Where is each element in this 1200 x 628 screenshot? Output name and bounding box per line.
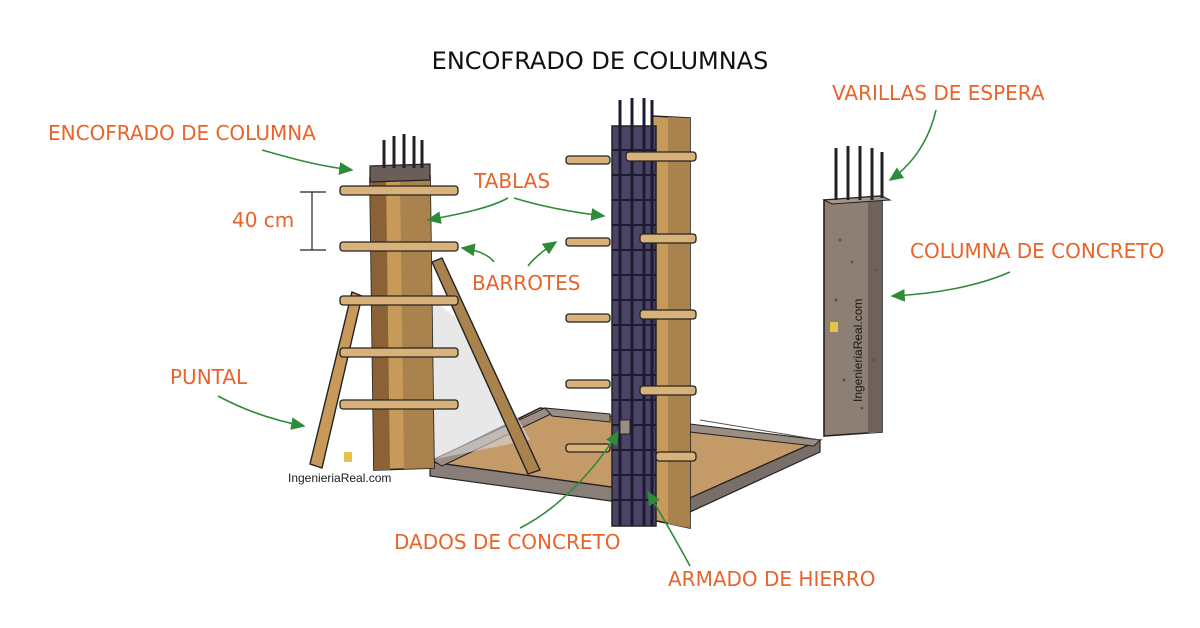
label-measure: 40 cm [232, 208, 294, 232]
label-dados-concreto: DADOS DE CONCRETO [394, 530, 620, 554]
illustration [309, 98, 892, 529]
label-varillas-espera: VARILLAS DE ESPERA [832, 81, 1045, 105]
arrow-tablas-left [426, 197, 509, 224]
arrow-puntal [217, 395, 306, 430]
logo-mark-left [344, 452, 352, 462]
arrow-dados-concreto [519, 430, 619, 529]
central-column-yokes [565, 151, 697, 462]
left-formwork-column [309, 134, 541, 475]
diagram-title: ENCOFRADO DE COLUMNAS [432, 47, 769, 75]
left-column-yokes [339, 185, 459, 410]
arrow-barrotes-right [527, 241, 558, 267]
label-tablas: TABLAS [473, 169, 550, 193]
arrow-barrotes-left [460, 243, 495, 263]
arrow-columna-concreto [890, 271, 1011, 302]
concrete-spacer [619, 419, 631, 435]
puntal-brace-left [309, 291, 363, 469]
arrow-encofrado-columna [261, 149, 354, 175]
callout-arrows [217, 109, 1011, 567]
dimension-bracket [300, 191, 326, 251]
label-barrotes: BARROTES [472, 271, 581, 295]
labels: ENCOFRADO DE COLUMNA 40 cm TABLAS BARROT… [48, 81, 1164, 591]
left-column-rebar [382, 134, 424, 168]
right-column-rebar [834, 146, 884, 200]
arrow-tablas-right [513, 197, 606, 221]
form-shadow [410, 280, 530, 460]
label-puntal: PUNTAL [170, 365, 248, 389]
watermark-left: IngenieriaReal.com [288, 471, 391, 485]
logo-mark-right [830, 322, 838, 332]
label-encofrado-columna: ENCOFRADO DE COLUMNA [48, 121, 316, 145]
puntal-brace-right [431, 257, 541, 475]
watermark-right: IngenieriaReal.com [851, 299, 865, 402]
label-armado-hierro: ARMADO DE HIERRO [668, 567, 876, 591]
label-columna-concreto: COLUMNA DE CONCRETO [910, 239, 1164, 263]
arrow-armado-hierro [647, 490, 691, 567]
central-column [565, 98, 697, 529]
rebar-stirrups [612, 149, 656, 501]
right-column-speckles [834, 238, 878, 410]
arrow-varillas-espera [888, 109, 937, 181]
right-concrete-column [822, 146, 892, 437]
